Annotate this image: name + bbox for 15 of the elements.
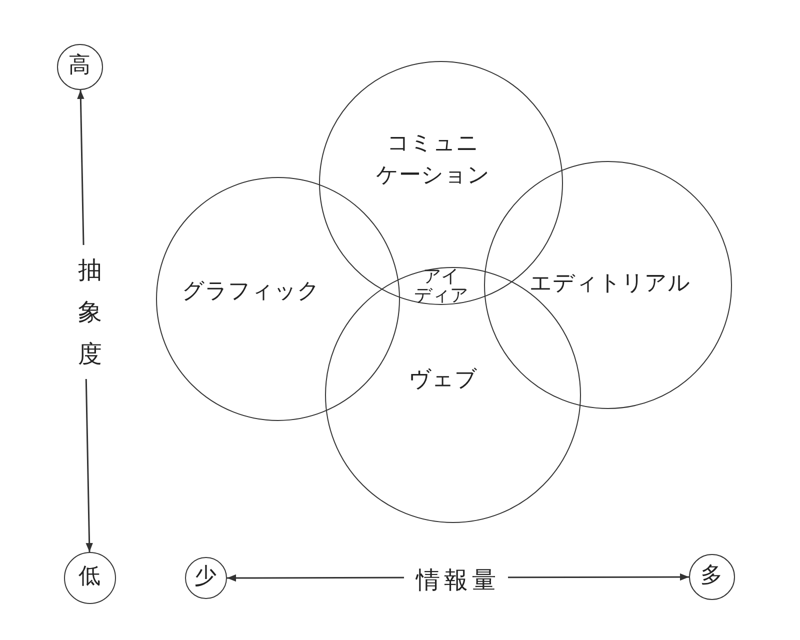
scale-end-circle bbox=[185, 557, 227, 599]
scale-end-circle bbox=[689, 554, 735, 600]
venn-circle bbox=[325, 267, 581, 523]
category-label: グラフィック bbox=[181, 278, 321, 306]
scale-label: 高 bbox=[67, 52, 92, 80]
scale-end-circle bbox=[57, 44, 103, 90]
scale-label: 少 bbox=[193, 563, 218, 592]
scale-label: 多 bbox=[699, 562, 724, 590]
scale-label: 低 bbox=[77, 563, 102, 592]
edge-label: 情報量 bbox=[404, 566, 508, 594]
overlap-label: アイディア bbox=[413, 268, 469, 306]
scale-end-circle bbox=[64, 552, 116, 604]
category-label: ヴェブ bbox=[408, 366, 478, 394]
category-label: エディトリアル bbox=[528, 270, 692, 298]
category-label: コミュニケーション bbox=[375, 130, 491, 190]
